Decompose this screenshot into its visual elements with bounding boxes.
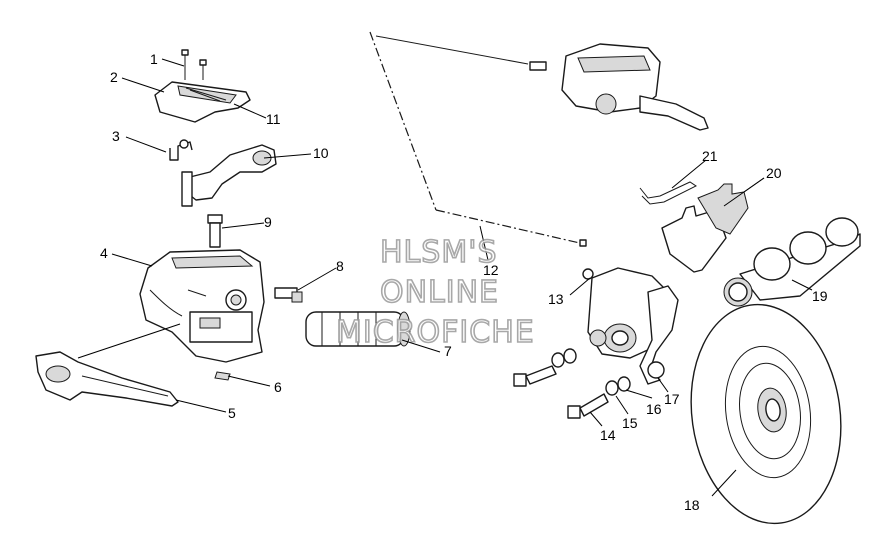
callout-19: 19 <box>812 288 828 304</box>
part-spring-small <box>214 371 231 381</box>
callout-11: 11 <box>266 111 281 127</box>
part-pad-spring <box>639 181 697 205</box>
part-master-cylinder <box>139 249 265 363</box>
callout-8: 8 <box>336 258 344 274</box>
part-caliper-pistons <box>723 217 861 307</box>
callout-15: 15 <box>622 415 638 431</box>
part-caliper <box>582 267 679 385</box>
watermark-line-3: MICROFICHE <box>336 315 535 350</box>
callout-labels: 1 2 3 4 5 6 7 8 9 10 11 12 13 14 15 16 1… <box>100 51 828 513</box>
part-pin <box>207 214 223 248</box>
callout-1: 1 <box>150 51 158 67</box>
leader-lines <box>77 58 813 497</box>
callout-6: 6 <box>274 379 282 395</box>
callout-7: 7 <box>444 343 452 359</box>
callout-12: 12 <box>483 262 499 278</box>
part-lever-bracket <box>181 144 277 207</box>
part-clip <box>169 139 193 161</box>
part-caliper-bolts <box>513 348 631 419</box>
callout-2: 2 <box>110 69 118 85</box>
callout-21: 21 <box>702 148 718 164</box>
part-brake-disc <box>690 303 842 525</box>
watermark-line-1: HLSM'S <box>380 235 498 270</box>
part-brake-lever <box>35 351 179 407</box>
watermark-line-2: ONLINE <box>380 275 499 310</box>
callout-3: 3 <box>112 128 120 144</box>
callout-20: 20 <box>766 165 782 181</box>
watermark: HLSM'S ONLINE MICROFICHE <box>335 234 535 351</box>
part-assembled-master-cylinder <box>529 43 709 131</box>
callout-16: 16 <box>646 401 662 417</box>
callout-14: 14 <box>600 427 616 443</box>
callout-17: 17 <box>664 391 680 407</box>
part-screws <box>181 49 207 80</box>
part-switch <box>274 287 303 303</box>
callout-10: 10 <box>313 145 329 161</box>
part-brake-pads <box>661 183 749 273</box>
callout-9: 9 <box>264 214 272 230</box>
part-piston-kit <box>305 311 411 347</box>
callout-4: 4 <box>100 245 108 261</box>
callout-5: 5 <box>228 405 236 421</box>
part-brake-line <box>369 31 587 247</box>
callout-13: 13 <box>548 291 564 307</box>
part-reservoir-cover <box>154 81 251 123</box>
callout-18: 18 <box>684 497 700 513</box>
